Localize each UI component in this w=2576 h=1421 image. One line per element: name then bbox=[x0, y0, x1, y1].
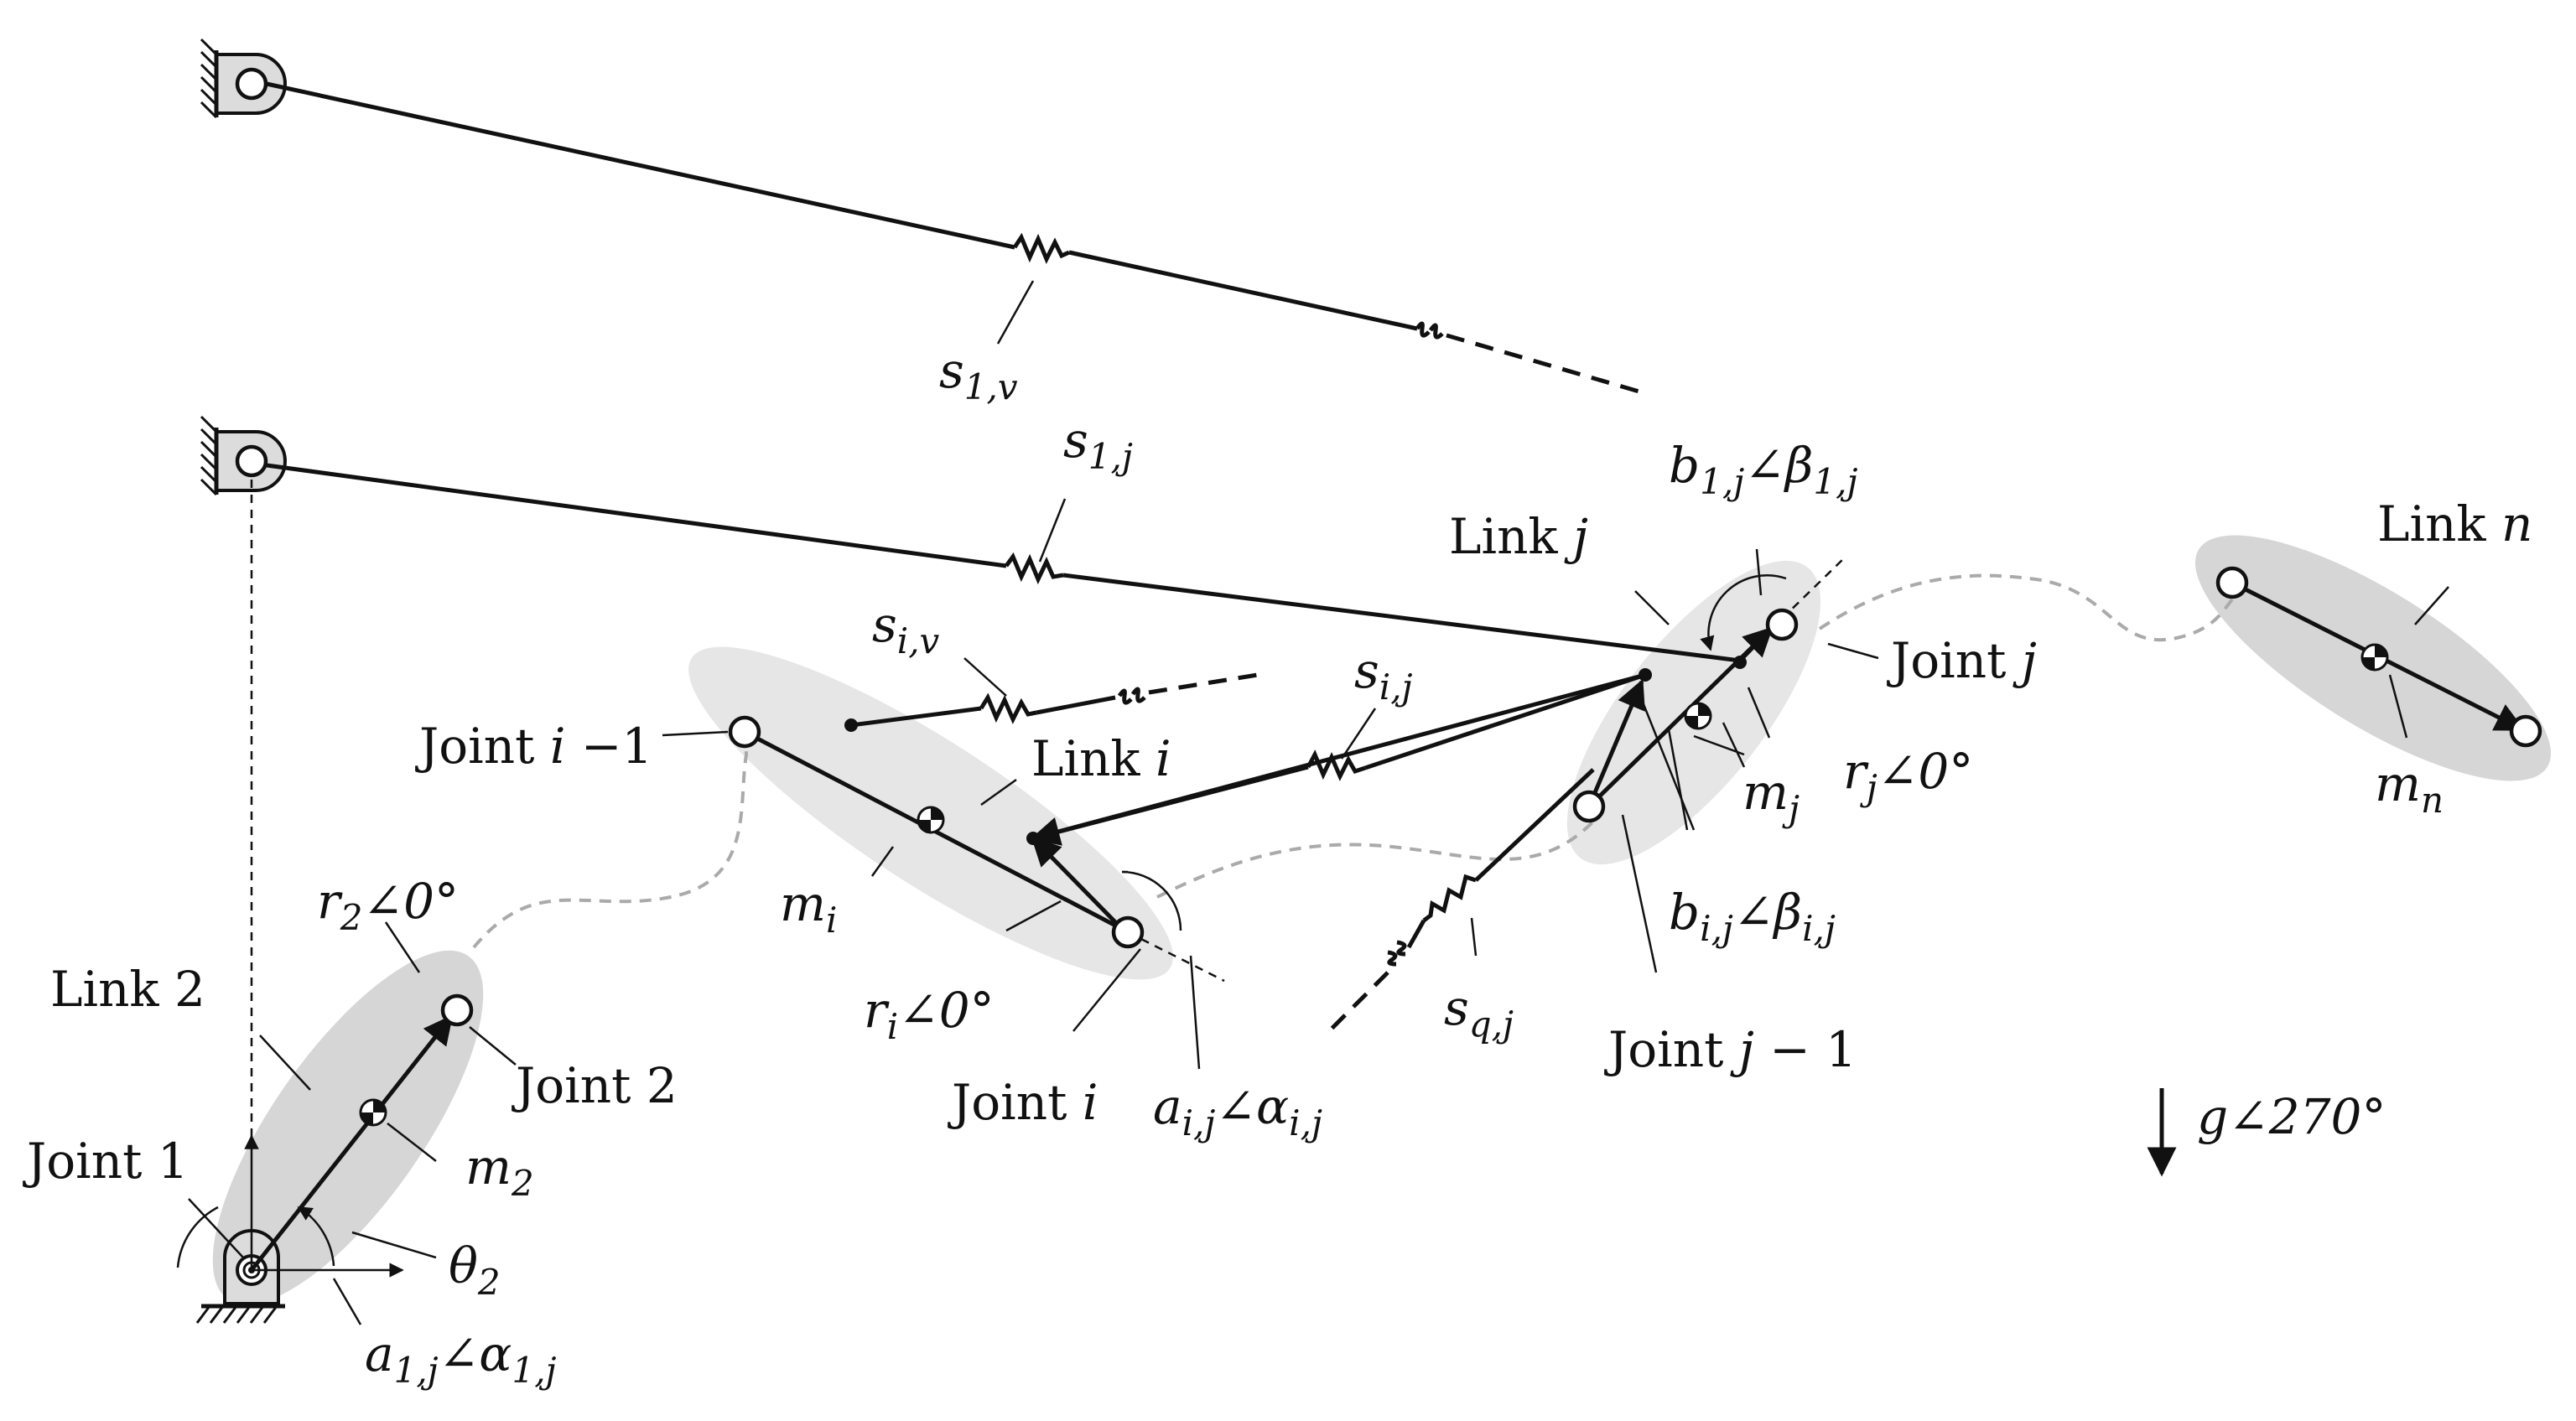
spring-s1j bbox=[266, 463, 1741, 663]
link-2-bar bbox=[250, 1014, 454, 1272]
label-b1j: b1,j∠β1,j bbox=[1669, 437, 1858, 502]
label-siv: si,v bbox=[872, 596, 940, 661]
connection-paths bbox=[472, 573, 2234, 949]
label-link-i: Link i bbox=[1031, 730, 1171, 787]
label-mn: mn bbox=[2375, 755, 2444, 821]
labels: s1,v s1,j si,v si,j sq,j b1,j∠β1,j bi,j∠… bbox=[23, 342, 2532, 1391]
label-a1j: a1,j∠α1,j bbox=[365, 1325, 557, 1391]
mi-symbol bbox=[917, 806, 945, 834]
label-aij: ai,j∠αi,j bbox=[1153, 1078, 1322, 1144]
ground-support-middle bbox=[200, 415, 287, 496]
spring-sqj bbox=[1323, 768, 1595, 1037]
label-joint-im1: Joint i −1 bbox=[415, 718, 652, 775]
attachment-dots bbox=[844, 656, 1747, 845]
label-ri: ri∠0° bbox=[864, 982, 995, 1047]
label-link-n: Link n bbox=[2377, 495, 2532, 552]
spring-s1v bbox=[266, 81, 1649, 397]
reference-lines bbox=[250, 480, 1846, 1140]
label-joint-1: Joint 1 bbox=[23, 1133, 189, 1190]
label-joint-j: Joint j bbox=[1887, 632, 2037, 689]
label-joint-2: Joint 2 bbox=[512, 1057, 678, 1114]
joint-jm1-circle bbox=[1572, 790, 1606, 823]
label-joint-jm1: Joint j − 1 bbox=[1604, 1021, 1857, 1078]
label-link-2: Link 2 bbox=[50, 961, 205, 1018]
mass-symbols bbox=[359, 643, 2389, 1127]
label-r2: r2∠0° bbox=[317, 873, 459, 938]
label-mi: mi bbox=[780, 875, 837, 941]
label-s1v: s1,v bbox=[939, 342, 1018, 407]
joint-1-axes bbox=[244, 1134, 404, 1278]
label-gravity: g∠270° bbox=[2197, 1088, 2386, 1145]
label-joint-i: Joint i bbox=[948, 1074, 1098, 1131]
ground-support-top bbox=[200, 38, 287, 119]
mn-symbol bbox=[2360, 643, 2389, 672]
joint-i-circle bbox=[1111, 915, 1145, 949]
joint-2-circle bbox=[440, 993, 474, 1027]
label-sqj: sq,j bbox=[1444, 979, 1514, 1045]
label-rj: rj∠0° bbox=[1843, 743, 1973, 808]
label-sij: si,j bbox=[1354, 642, 1413, 708]
label-mj: mj bbox=[1742, 764, 1800, 829]
label-s1j: s1,j bbox=[1063, 412, 1133, 477]
mj-symbol bbox=[1684, 702, 1712, 730]
label-bij: bi,j∠βi,j bbox=[1669, 884, 1836, 949]
joint-im1-circle bbox=[728, 715, 761, 749]
joint-n-right-circle bbox=[2509, 714, 2542, 748]
leader-lines bbox=[188, 280, 2449, 1325]
joint-j-circle bbox=[1765, 608, 1799, 641]
label-m2: m2 bbox=[465, 1138, 534, 1204]
label-link-j: Link j bbox=[1449, 508, 1588, 565]
link-2-shape bbox=[212, 950, 484, 1305]
m2-symbol bbox=[359, 1098, 387, 1127]
spring-siv bbox=[850, 672, 1259, 728]
joints bbox=[440, 566, 2542, 1027]
joint-n-left-circle bbox=[2215, 566, 2249, 599]
label-theta2: θ2 bbox=[449, 1237, 501, 1303]
angle-arcs bbox=[176, 574, 1787, 1268]
